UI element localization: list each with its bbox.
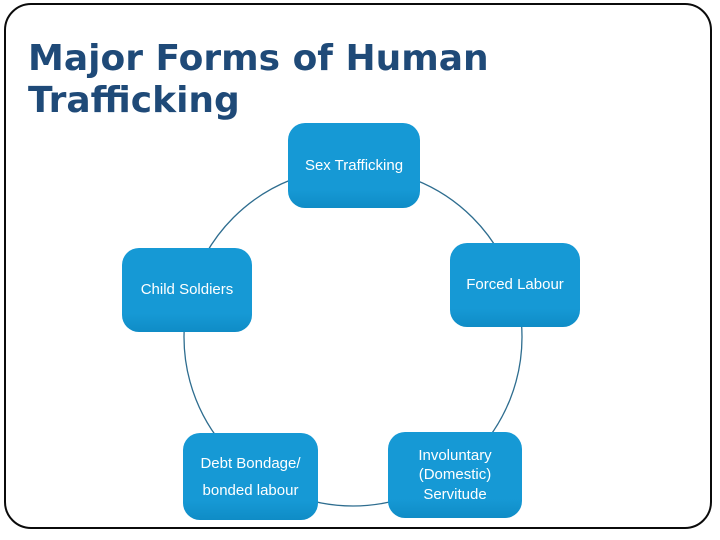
node-sex-trafficking: Sex Trafficking <box>288 123 420 208</box>
node-label: Forced Labour <box>466 276 564 293</box>
node-label-line: Servitude <box>423 485 487 503</box>
node-label: Sex Trafficking <box>304 156 404 174</box>
node-label-line: bonded labour <box>202 481 299 499</box>
node-label-line: Involuntary <box>418 446 492 464</box>
node-forced-labour: Forced Labour <box>450 243 580 327</box>
slide-title: Major Forms of Human Trafficking <box>28 38 489 122</box>
node-child-soldiers: Child Soldiers <box>122 248 252 332</box>
node-involuntary-domestic-servitude: Involuntary (Domestic) Servitude <box>388 432 522 518</box>
node-debt-bondage: Debt Bondage/ bonded labour <box>183 433 318 520</box>
node-label-line: (Domestic) <box>418 466 492 484</box>
node-label-line: Debt Bondage/ <box>200 454 301 472</box>
node-label: Child Soldiers <box>140 281 234 298</box>
